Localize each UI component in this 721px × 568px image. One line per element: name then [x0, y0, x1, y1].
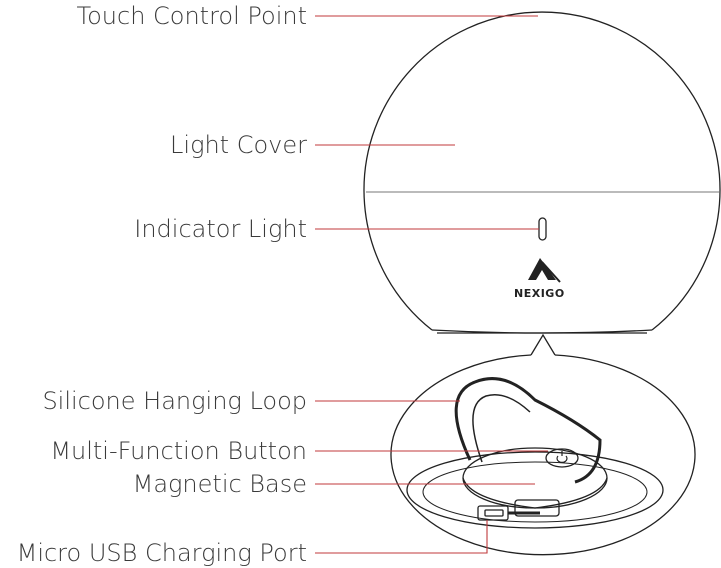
- label-micro-usb-charging-port: Micro USB Charging Port: [16, 539, 307, 567]
- light-cover-outline: [363, 11, 721, 331]
- label-silicone-hanging-loop: Silicone Hanging Loop: [42, 387, 307, 415]
- label-light-cover: Light Cover: [170, 131, 307, 159]
- label-magnetic-base: Magnetic Base: [132, 470, 307, 498]
- indicator-light: [538, 217, 547, 241]
- callout-pointer: [530, 333, 556, 356]
- hanging-loop: [454, 377, 602, 484]
- logo-text: NEXIGO: [514, 287, 565, 300]
- multi-function-button: [545, 448, 579, 468]
- label-indicator-light: Indicator Light: [134, 215, 307, 243]
- label-touch-control-point: Touch Control Point: [76, 2, 307, 30]
- leader-lines: [315, 15, 548, 554]
- base-detail: [390, 354, 696, 556]
- nexigo-logo: NEXIGO: [514, 258, 565, 300]
- lamp-body: [363, 11, 721, 334]
- label-multi-function-button: Multi-Function Button: [50, 437, 307, 465]
- leader-usb: [315, 520, 488, 554]
